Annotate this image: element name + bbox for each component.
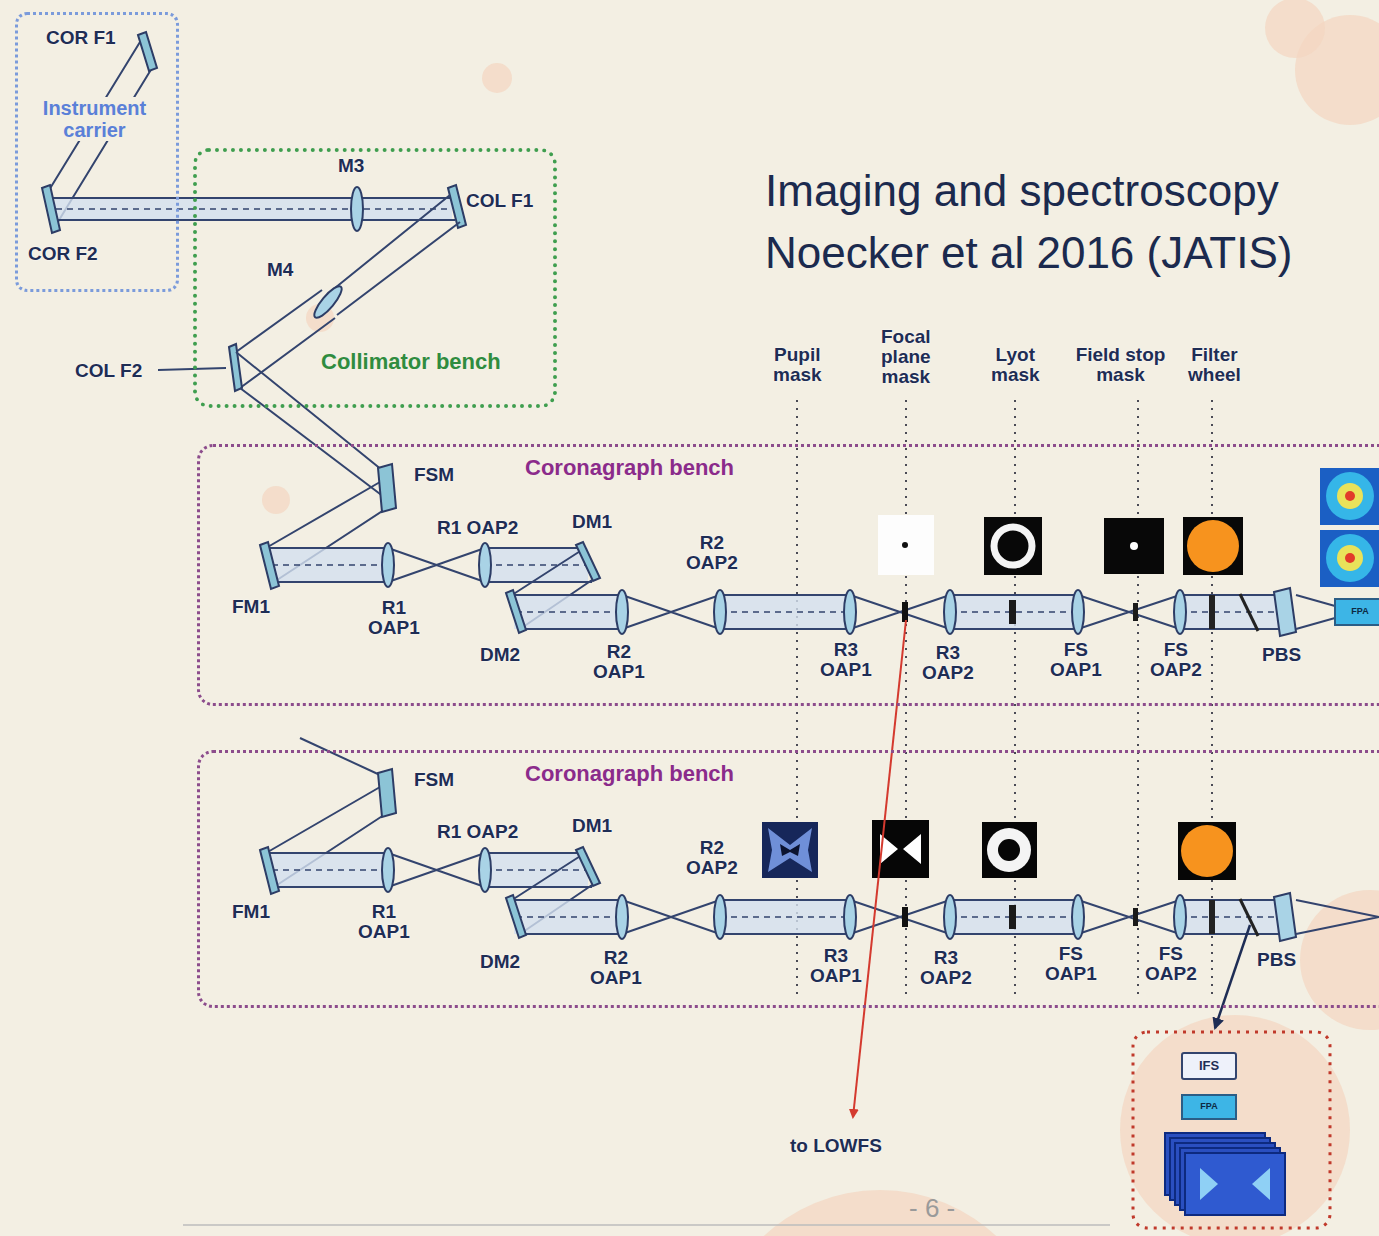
box-label: IFS	[1199, 1059, 1219, 1073]
region-box: Collimator bench	[193, 148, 557, 408]
part-label: FS OAP1	[1050, 640, 1102, 680]
part-label: Filter wheel	[1188, 345, 1241, 385]
region-title: Coronagraph bench	[523, 456, 736, 480]
page-number: - 6 -	[909, 1195, 955, 1222]
detector-box: FPA	[1181, 1094, 1237, 1120]
part-label: R3 OAP2	[920, 948, 972, 988]
part-label: COL F2	[75, 361, 142, 381]
part-label: Focal plane mask	[881, 327, 931, 387]
callout-label: to LOWFS	[790, 1136, 882, 1156]
box-label: FPA	[1351, 607, 1368, 617]
part-label: R3 OAP2	[922, 643, 974, 683]
region-title: Collimator bench	[319, 350, 503, 374]
part-label: FS OAP1	[1045, 944, 1097, 984]
part-label: FS OAP2	[1145, 944, 1197, 984]
part-label: FM1	[232, 597, 270, 617]
part-label: FM1	[232, 902, 270, 922]
region-box: Coronagraph bench	[197, 750, 1379, 1008]
part-label: PBS	[1257, 950, 1296, 970]
box-label: FPA	[1200, 1102, 1217, 1112]
subtitle-text: Imaging and spectroscopy	[765, 165, 1279, 218]
part-label: R2 OAP2	[686, 533, 738, 573]
part-label: R3 OAP1	[810, 946, 862, 986]
region-title: Coronagraph bench	[523, 762, 736, 786]
instrument-box: IFS	[1181, 1052, 1237, 1080]
part-label: Field stop mask	[1068, 345, 1173, 385]
part-label: DM2	[480, 952, 520, 972]
part-label: FS OAP2	[1150, 640, 1202, 680]
part-label: DM1	[572, 512, 612, 532]
part-label: FSM	[414, 465, 454, 485]
optical-train	[42, 32, 1379, 1228]
part-label: FSM	[414, 770, 454, 790]
part-label: DM1	[572, 816, 612, 836]
part-label: R1 OAP1	[368, 598, 420, 638]
citation-text: Noecker et al 2016 (JATIS)	[765, 227, 1292, 280]
part-label: R3 OAP1	[820, 640, 872, 680]
part-label: R1 OAP1	[358, 902, 410, 942]
part-label: Pupil mask	[773, 345, 822, 385]
part-label: R2 OAP2	[686, 838, 738, 878]
region-title: Instrument carrier	[18, 97, 171, 141]
part-label: M4	[267, 260, 293, 280]
part-label: PBS	[1262, 645, 1301, 665]
part-label: R1 OAP2	[437, 822, 518, 842]
part-label: M3	[338, 156, 364, 176]
part-label: R1 OAP2	[437, 518, 518, 538]
part-label: R2 OAP1	[590, 948, 642, 988]
part-label: Lyot mask	[991, 345, 1040, 385]
part-label: COL F1	[466, 191, 533, 211]
part-label: COR F1	[46, 28, 116, 48]
part-label: COR F2	[28, 244, 98, 264]
part-label: R2 OAP1	[593, 642, 645, 682]
part-label: DM2	[480, 645, 520, 665]
detector-box: FPA	[1334, 598, 1379, 626]
